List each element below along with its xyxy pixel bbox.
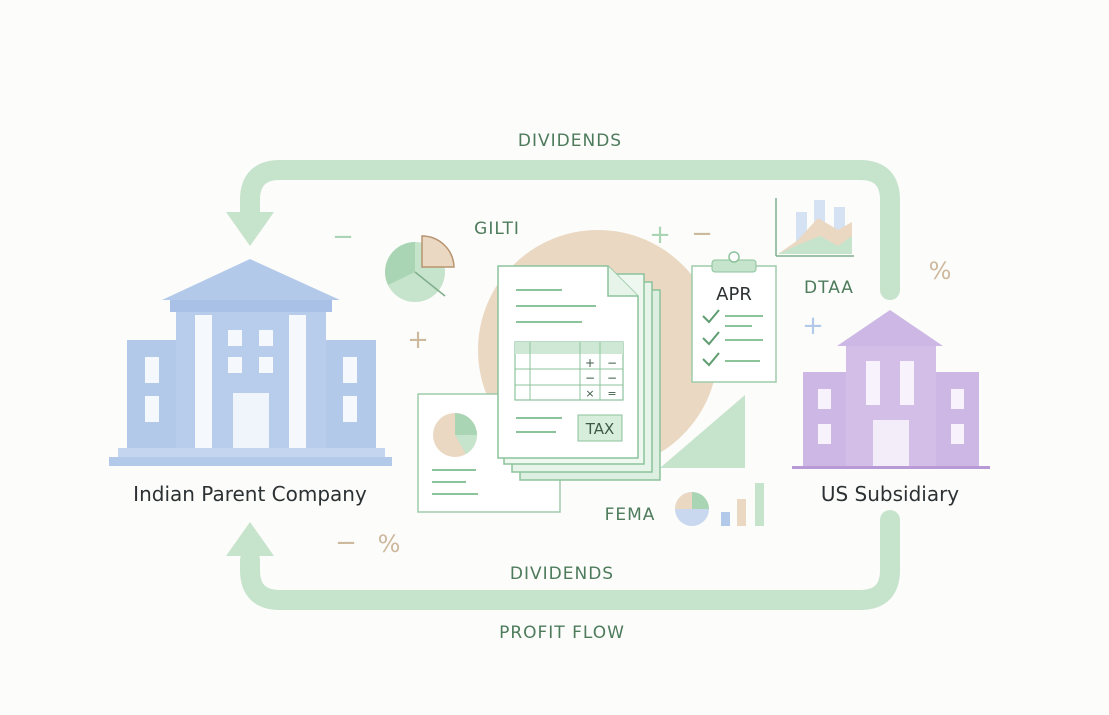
area-chart-icon bbox=[775, 198, 854, 257]
apr-label: APR bbox=[716, 284, 752, 305]
times-sign: × bbox=[585, 387, 594, 400]
bank-building-icon bbox=[109, 259, 392, 466]
bottom-flow-label: DIVIDENDS bbox=[510, 564, 614, 584]
pie-chart-icon bbox=[385, 235, 455, 302]
deco-plus-1: + bbox=[407, 325, 429, 355]
document-stack-icon: + − − − × = TAX bbox=[497, 265, 661, 481]
office-building-icon bbox=[792, 310, 990, 469]
deco-minus-2: − bbox=[691, 219, 713, 249]
profit-flow-label: PROFIT FLOW bbox=[499, 623, 625, 643]
deco-minus-3: − bbox=[335, 528, 357, 558]
dividend-flow-loop bbox=[240, 160, 900, 610]
gilti-label: GILTI bbox=[474, 219, 520, 239]
plus-sign: + bbox=[585, 356, 595, 370]
top-flow-arrow bbox=[240, 160, 900, 300]
bottom-flow-arrow bbox=[240, 510, 900, 610]
green-wedge bbox=[660, 395, 745, 468]
deco-percent-1: % bbox=[929, 257, 952, 285]
bottom-arrowhead bbox=[226, 522, 274, 556]
subsidiary-label: US Subsidiary bbox=[821, 482, 959, 506]
top-arrowhead bbox=[226, 212, 274, 246]
minus-sign-3: − bbox=[607, 371, 617, 385]
parent-company-label: Indian Parent Company bbox=[133, 482, 367, 506]
bar-chart-icon bbox=[721, 483, 764, 526]
top-flow-label: DIVIDENDS bbox=[518, 131, 622, 151]
deco-plus-2: + bbox=[649, 220, 671, 250]
minus-sign: − bbox=[607, 356, 617, 370]
dtaa-label: DTAA bbox=[804, 278, 854, 298]
minus-sign-2: − bbox=[585, 371, 595, 385]
tax-badge bbox=[577, 414, 623, 442]
equals-sign: = bbox=[607, 387, 616, 400]
small-pie-chart-icon bbox=[675, 492, 709, 526]
clipboard-checklist-icon bbox=[691, 251, 777, 383]
deco-minus-1: − bbox=[332, 222, 354, 252]
fema-label: FEMA bbox=[605, 505, 656, 525]
deco-plus-3: + bbox=[802, 311, 824, 341]
deco-percent-2: % bbox=[378, 530, 401, 558]
tax-label: TAX bbox=[585, 420, 615, 438]
